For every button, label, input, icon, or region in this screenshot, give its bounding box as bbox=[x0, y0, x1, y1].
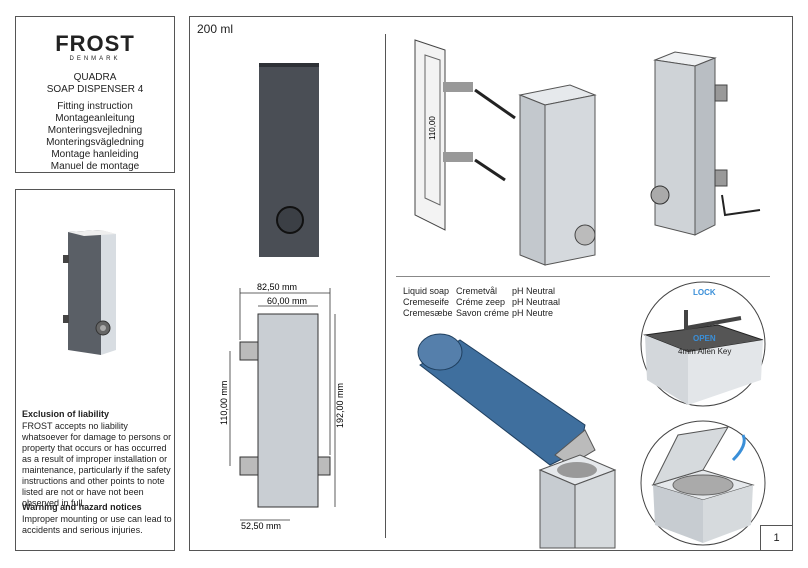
soap-col-2: Cremetvål Créme zeep Savon créme bbox=[456, 286, 509, 319]
soap-type: Cremetvål bbox=[456, 286, 498, 296]
soap-type: pH Neutral bbox=[512, 286, 556, 296]
product-name: SOAP DISPENSER 4 bbox=[46, 84, 144, 95]
dim-inner-width: 60,00 mm bbox=[267, 296, 307, 306]
instruction-title: Monteringsvägledning bbox=[46, 137, 144, 148]
open-label: OPEN bbox=[693, 334, 716, 343]
dim-height-left: 110,00 mm bbox=[219, 381, 229, 425]
soap-type: Cremesæbe bbox=[403, 308, 453, 318]
instruction-title: Monteringsvejledning bbox=[47, 125, 143, 136]
soap-type: Créme zeep bbox=[456, 297, 506, 307]
front-view bbox=[259, 63, 319, 257]
brand-logo: FROST bbox=[55, 31, 135, 56]
dim-height-right: 192,00 mm bbox=[335, 383, 345, 428]
dim-bottom-width: 52,50 mm bbox=[241, 521, 281, 530]
warning-text: Improper mounting or use can lead to acc… bbox=[22, 514, 172, 535]
dim-top-width: 82,50 mm bbox=[257, 282, 297, 292]
soap-type: pH Neutraal bbox=[512, 297, 561, 307]
wall-spacing-label: 110,00 bbox=[428, 116, 437, 140]
divider-horizontal bbox=[396, 276, 770, 277]
soap-col-3: pH Neutral pH Neutraal pH Neutre bbox=[512, 286, 560, 319]
main-panel bbox=[189, 16, 793, 551]
soap-type: pH Neutre bbox=[512, 308, 554, 318]
soap-type: Liquid soap bbox=[403, 286, 450, 296]
wall-mount-illustration: 110,00 bbox=[414, 39, 597, 266]
liability-text: FROST accepts no liability whatsoever fo… bbox=[22, 421, 172, 508]
allen-key-label: 4mm Allen Key bbox=[678, 347, 731, 356]
divider-vertical bbox=[385, 34, 386, 538]
capacity-label: 200 ml bbox=[197, 22, 234, 36]
instruction-list: Fitting instruction Montageanleitung Mon… bbox=[16, 101, 174, 173]
open-lid-detail bbox=[640, 420, 766, 546]
soap-col-1: Liquid soap Cremeseife Cremesæbe bbox=[403, 286, 453, 319]
dimension-drawing: 82,50 mm 60,00 mm 110,00 mm 192,00 mm 52… bbox=[219, 282, 345, 530]
page-number: 1 bbox=[773, 532, 780, 544]
product-line: QUADRA bbox=[73, 72, 117, 83]
side-view-illustration bbox=[650, 51, 761, 236]
instruction-title: Montageanleitung bbox=[55, 113, 135, 124]
product-photo bbox=[63, 230, 116, 355]
soap-type: Savon créme bbox=[456, 308, 510, 318]
liability-title: Exclusion of liability bbox=[22, 409, 110, 419]
instruction-title: Montage hanleiding bbox=[51, 149, 139, 160]
lock-detail: LOCK OPEN 4mm Allen Key bbox=[640, 281, 766, 407]
lock-label: LOCK bbox=[693, 288, 716, 297]
brand-subtitle: DENMARK bbox=[69, 56, 121, 62]
liability-panel: Exclusion of liability FROST accepts no … bbox=[15, 189, 175, 551]
soap-type: Cremeseife bbox=[403, 297, 450, 307]
title-panel: FROST DENMARK QUADRA SOAP DISPENSER 4 Fi… bbox=[15, 16, 175, 173]
warning-title: Warning and hazard notices bbox=[22, 502, 142, 512]
filling-illustration bbox=[417, 333, 617, 549]
instruction-title: Manuel de montage bbox=[50, 161, 140, 172]
instruction-title: Fitting instruction bbox=[57, 101, 133, 112]
page-number-box: 1 bbox=[760, 525, 793, 551]
